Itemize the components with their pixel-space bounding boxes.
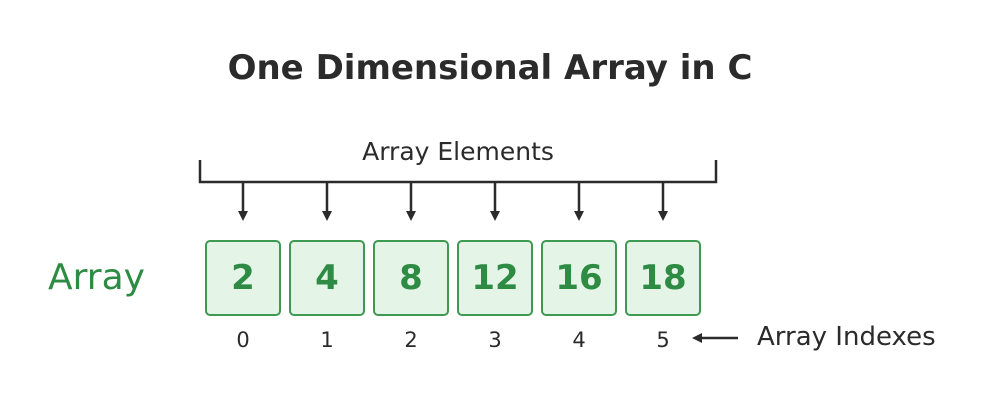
array-index: 5	[656, 328, 670, 352]
elements-bracket	[198, 160, 718, 184]
array-index: 0	[236, 328, 250, 352]
diagram-title: One Dimensional Array in C	[227, 48, 753, 88]
array-index: 3	[488, 328, 502, 352]
array-index: 2	[404, 328, 418, 352]
array-index: 1	[320, 328, 334, 352]
array-label: Array	[48, 257, 145, 298]
array-cell: 4	[289, 240, 365, 316]
array-indexes-label: Array Indexes	[757, 322, 936, 352]
array-cell: 18	[625, 240, 701, 316]
array-index: 4	[572, 328, 586, 352]
array-cell: 12	[457, 240, 533, 316]
array-cell: 2	[205, 240, 281, 316]
array-cell: 8	[373, 240, 449, 316]
array-cell: 16	[541, 240, 617, 316]
array-elements-label: Array Elements	[362, 137, 554, 166]
